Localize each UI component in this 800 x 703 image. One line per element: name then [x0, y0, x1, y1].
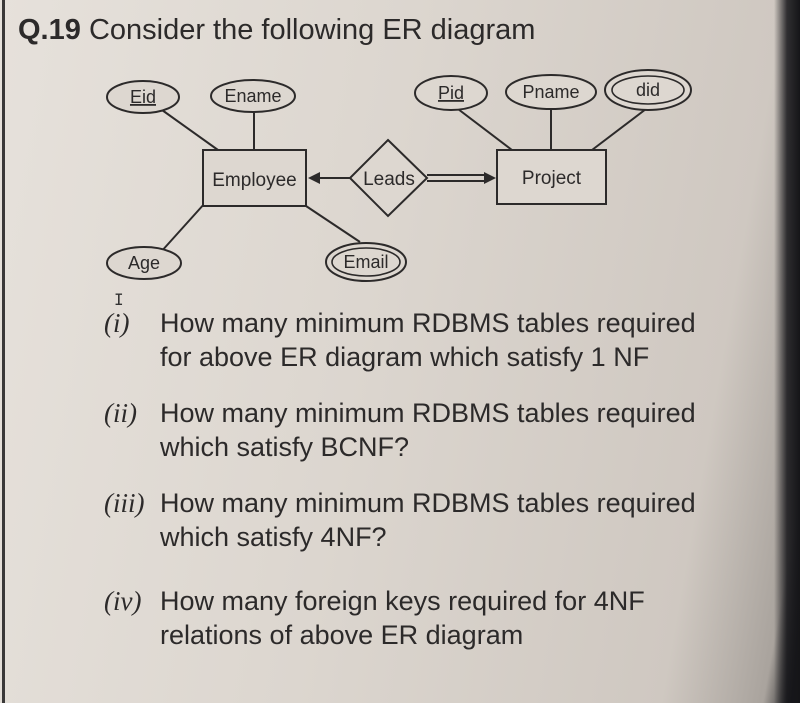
sub-question-line: for above ER diagram which satisfy 1 NF — [160, 342, 650, 372]
attribute-eid-label: Eid — [130, 87, 156, 107]
entity-employee — [202, 149, 307, 207]
attribute-did-label: did — [636, 80, 660, 100]
connector-eid-employee — [161, 109, 219, 151]
connector-age-employee — [159, 202, 206, 254]
attribute-email-outer — [325, 242, 407, 282]
sub-question-text: How many minimum RDBMS tables required w… — [160, 486, 800, 554]
sub-question-line: which satisfy BCNF? — [160, 432, 410, 462]
connector-did-project — [591, 108, 647, 151]
attribute-email-inner — [331, 247, 401, 277]
sub-question-text: How many minimum RDBMS tables required f… — [160, 306, 800, 374]
attribute-age-label: Age — [128, 253, 160, 273]
arrowhead-employee — [308, 172, 320, 184]
text-cursor-icon: I — [114, 290, 124, 309]
sub-question-line: How many minimum RDBMS tables required — [160, 488, 696, 518]
question-title: Consider the following ER diagram — [88, 14, 536, 46]
attribute-did-inner — [611, 75, 685, 105]
attribute-pname-label: Pname — [522, 82, 579, 102]
page-edge-shadow — [774, 0, 800, 703]
attribute-ename — [210, 79, 296, 113]
sub-question-line: which satisfy 4NF? — [160, 522, 387, 552]
sub-question-line: How many foreign keys required for 4NF — [160, 586, 645, 616]
er-diagram: Employee Project Leads Eid Ename Age Ema… — [106, 69, 692, 282]
attribute-ename-label: Ename — [224, 86, 281, 106]
relationship-leads — [348, 138, 429, 218]
entity-project-label: Project — [522, 168, 582, 189]
sub-question-text: How many foreign keys required for 4NF r… — [160, 584, 800, 652]
sub-question-number: (ii) — [104, 398, 137, 428]
connector-email-employee — [305, 205, 361, 243]
question-number: Q.19 — [18, 14, 81, 46]
question-heading: Q.19 Consider the following ER diagram — [18, 14, 535, 47]
entity-employee-label: Employee — [212, 170, 297, 191]
sub-question-number: (iv) — [104, 586, 142, 616]
attribute-pname — [505, 74, 597, 110]
sub-question-line: How many minimum RDBMS tables required — [160, 398, 696, 428]
arrowhead-project — [484, 172, 496, 184]
sub-question-line: relations of above ER diagram — [160, 620, 524, 650]
sub-question-number: (iii) — [104, 488, 145, 518]
attribute-eid — [106, 80, 180, 114]
relationship-leads-label: Leads — [363, 169, 415, 190]
sub-question-line: How many minimum RDBMS tables required — [160, 308, 696, 338]
entity-project — [496, 149, 607, 205]
attribute-did-outer — [604, 69, 692, 111]
sub-question-number: (i) — [104, 308, 130, 338]
attribute-age — [106, 246, 182, 280]
sub-question-text: How many minimum RDBMS tables required w… — [160, 396, 800, 464]
attribute-pid — [414, 75, 488, 111]
left-margin-rule — [2, 0, 5, 703]
attribute-email-label: Email — [343, 252, 388, 272]
attribute-pid-label: Pid — [438, 83, 464, 103]
connector-pid-project — [457, 108, 513, 151]
